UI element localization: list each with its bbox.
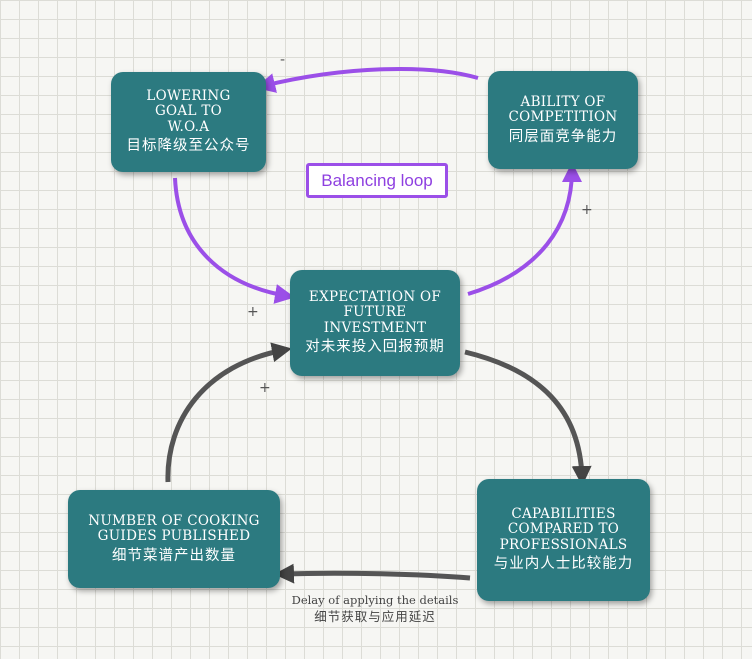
node-capabilities-professionals-label-zh: 与业内人士比较能力 (493, 556, 634, 573)
arrow-expectation-to-capabilities (464, 349, 592, 486)
sign-guides-to-expectation: + (259, 380, 271, 396)
sign-expectation-to-ability: + (581, 202, 593, 218)
node-lowering-goal: LOWERING GOAL TO W.O.A 目标降级至公众号 (111, 72, 266, 172)
delay-label: Delay of applying the details 细节获取与应用延迟 (270, 593, 480, 625)
node-cooking-guides-label: NUMBER OF COOKING GUIDES PUBLISHED (88, 512, 260, 545)
sign-ability-to-lowering: - (280, 52, 286, 68)
node-capabilities-professionals: CAPABILITIES COMPARED TO PROFESSIONALS 与… (477, 479, 650, 601)
node-ability-competition-label: ABILITY OF COMPETITION (508, 93, 618, 126)
node-cooking-guides-label-zh: 细节菜谱产出数量 (112, 547, 236, 564)
arrow-guides-to-expectation (165, 342, 292, 483)
sign-lowering-to-expectation: + (247, 304, 259, 320)
node-capabilities-professionals-label: CAPABILITIES COMPARED TO PROFESSIONALS (499, 505, 628, 553)
node-ability-competition-label-zh: 同层面竞争能力 (508, 128, 618, 145)
delay-label-en: Delay of applying the details (291, 593, 459, 607)
node-ability-competition: ABILITY OF COMPETITION 同层面竞争能力 (488, 71, 638, 169)
node-lowering-goal-label-zh: 目标降级至公众号 (126, 138, 251, 155)
node-lowering-goal-label: LOWERING GOAL TO W.O.A (146, 87, 231, 135)
balancing-loop-label: Balancing loop (306, 163, 448, 198)
node-cooking-guides: NUMBER OF COOKING GUIDES PUBLISHED 细节菜谱产… (68, 490, 280, 588)
node-expectation-investment-label: EXPECTATION OF FUTURE INVESTMENT (308, 288, 442, 336)
arrow-capabilities-to-guides (274, 563, 471, 584)
arrow-lowering-to-expectation (173, 177, 295, 304)
node-expectation-investment-label-zh: 对未来投入回报预期 (305, 339, 445, 356)
delay-label-zh: 细节获取与应用延迟 (314, 608, 436, 624)
node-expectation-investment: EXPECTATION OF FUTURE INVESTMENT 对未来投入回报… (290, 270, 460, 376)
arrow-ability-to-lowering (255, 67, 479, 93)
arrow-expectation-to-ability (467, 162, 582, 296)
